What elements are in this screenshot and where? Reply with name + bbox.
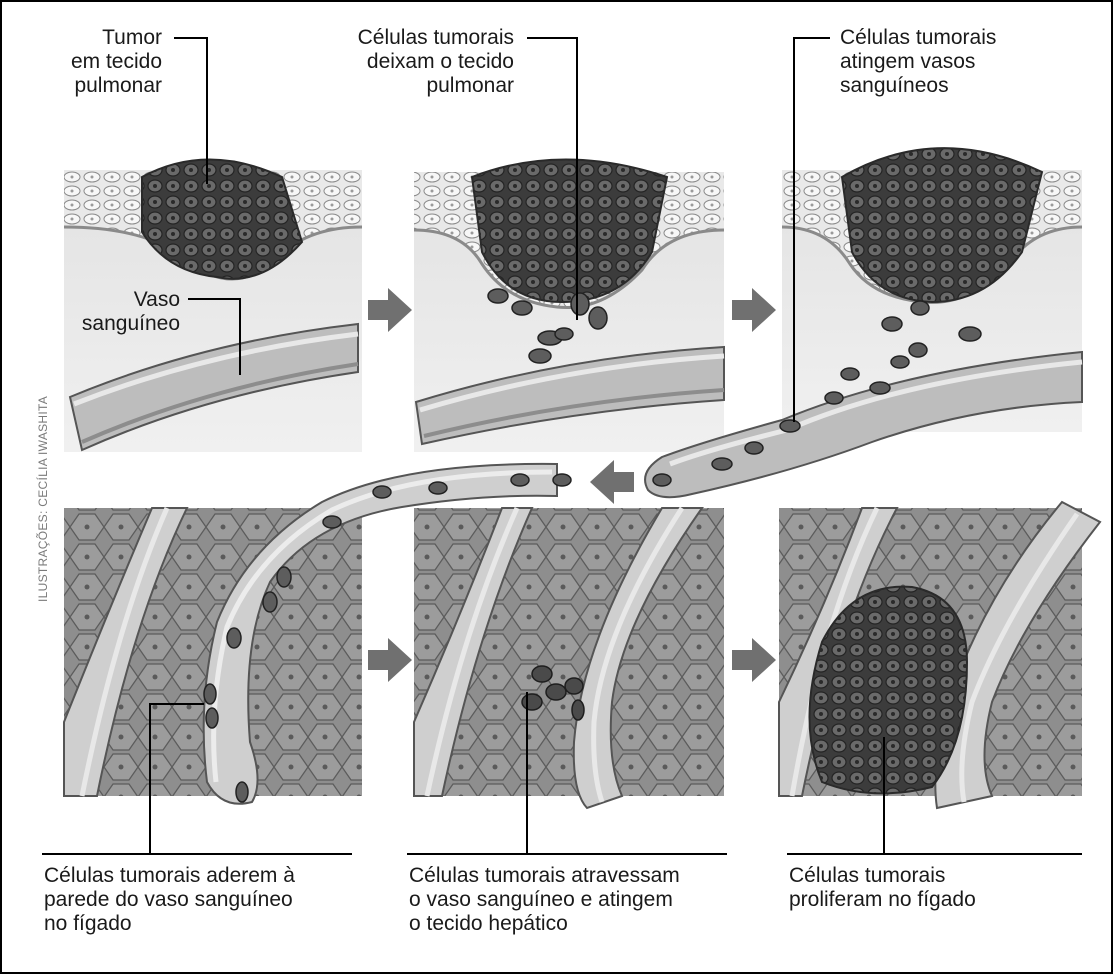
label-line: pulmonar (324, 74, 514, 98)
illustration-credit: ILUSTRAÇÕES: CECÍLIA IWASHITA (36, 396, 50, 602)
label-line: o tecido hepático (409, 912, 680, 936)
label-line: o vaso sanguíneo e atingem (409, 888, 680, 912)
arrow-right-2 (732, 288, 776, 332)
arrow-right-5 (732, 638, 776, 682)
arrow-left-3 (590, 460, 634, 504)
label-line: parede do vaso sanguíneo (44, 888, 295, 912)
label-line: sanguíneo (62, 312, 180, 336)
label-cells-reach-vessels: Células tumorais atingem vasos sanguíneo… (840, 26, 996, 98)
label-cells-adhere: Células tumorais aderem à parede do vaso… (44, 864, 295, 936)
label-line: Vaso (62, 288, 180, 312)
label-line: Células tumorais (840, 26, 996, 50)
label-line: Células tumorais (789, 864, 976, 888)
panel-cells-cross-vessel (414, 508, 724, 808)
label-line: em tecido (52, 50, 162, 74)
label-line: deixam o tecido (324, 50, 514, 74)
label-line: no fígado (44, 912, 295, 936)
arrow-right-1 (368, 288, 412, 332)
label-line: sanguíneos (840, 74, 996, 98)
panel-cells-proliferate-liver (779, 502, 1100, 808)
label-line: atingem vasos (840, 50, 996, 74)
label-line: Células tumorais atravessam (409, 864, 680, 888)
label-blood-vessel: Vaso sanguíneo (62, 288, 180, 336)
label-line: Células tumorais (324, 26, 514, 50)
label-cells-cross-vessel: Células tumorais atravessam o vaso sangu… (409, 864, 680, 936)
label-line: Tumor (52, 26, 162, 50)
arrow-right-4 (368, 638, 412, 682)
label-line: proliferam no fígado (789, 888, 976, 912)
label-tumor-lung: Tumor em tecido pulmonar (52, 26, 162, 98)
panel-cells-leave-lung (414, 160, 724, 453)
label-cells-leave-lung: Células tumorais deixam o tecido pulmona… (324, 26, 514, 98)
label-line: Células tumorais aderem à (44, 864, 295, 888)
label-cells-proliferate: Células tumorais proliferam no fígado (789, 864, 976, 912)
label-line: pulmonar (52, 74, 162, 98)
